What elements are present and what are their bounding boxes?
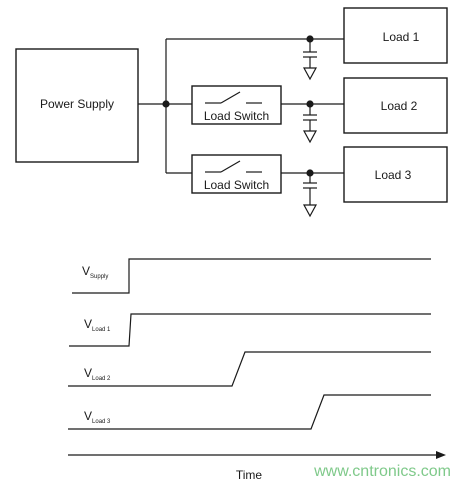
load-3-label: Load 3 bbox=[375, 168, 412, 182]
v-load-1-waveform bbox=[69, 313, 431, 347]
v-load-3-label: VLoad 3 bbox=[84, 409, 111, 425]
v-load-2-label: VLoad 2 bbox=[84, 366, 111, 382]
load-2-box bbox=[343, 77, 448, 134]
power-supply-box bbox=[15, 48, 139, 163]
v-load-2-waveform bbox=[68, 351, 431, 387]
load-switch-2-label: Load Switch bbox=[204, 178, 269, 192]
ground-icon bbox=[302, 204, 318, 218]
load-3-box bbox=[343, 146, 448, 203]
load-switch-1-box bbox=[191, 85, 282, 125]
watermark: www.cntronics.com bbox=[313, 463, 451, 480]
v-supply-label: VSupply bbox=[82, 264, 108, 280]
load-switch-2-box bbox=[191, 154, 282, 194]
v-load-1-label: VLoad 1 bbox=[84, 317, 111, 333]
load-2-capacitor bbox=[302, 104, 318, 144]
load-switch-1-label: Load Switch bbox=[204, 109, 269, 123]
switch-1-symbol bbox=[205, 91, 262, 104]
v-supply-waveform bbox=[72, 258, 431, 294]
v-load-3-waveform bbox=[68, 394, 431, 430]
load-2-label: Load 2 bbox=[381, 99, 418, 113]
load-1-capacitor bbox=[302, 39, 318, 81]
time-axis-arrow-icon bbox=[436, 451, 446, 459]
switch-2-symbol bbox=[205, 160, 262, 173]
load-3-capacitor bbox=[302, 173, 318, 218]
power-supply-label: Power Supply bbox=[40, 97, 114, 111]
load-1-label: Load 1 bbox=[383, 30, 420, 44]
ground-icon bbox=[302, 130, 318, 144]
load-1-box bbox=[343, 7, 448, 64]
time-label: Time bbox=[236, 468, 263, 482]
ground-icon bbox=[302, 67, 318, 81]
